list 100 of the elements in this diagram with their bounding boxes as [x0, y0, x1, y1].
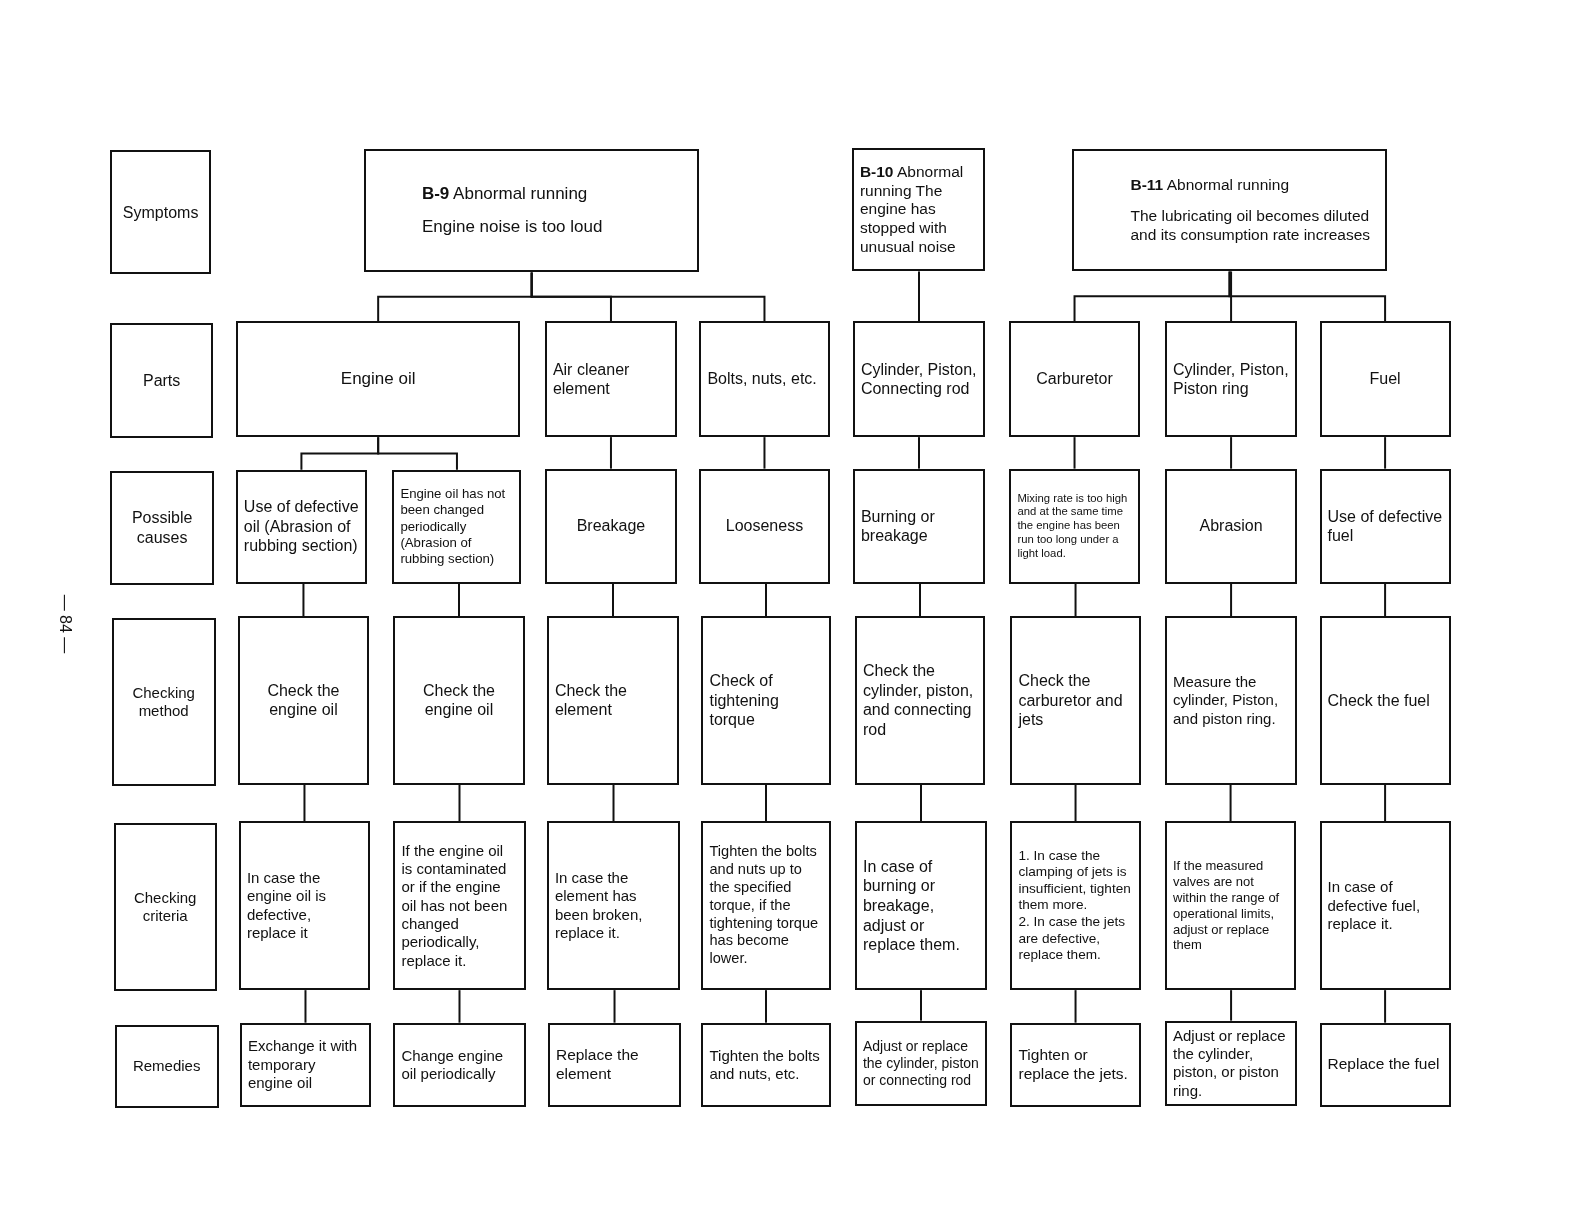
connector-line [765, 989, 767, 1024]
box-text: Parts [142, 370, 181, 391]
connector-line [1384, 436, 1387, 470]
box-text: The lubricating oil becomes diluted and its consumption rate increases [1130, 206, 1371, 245]
box-text: Mixing rate is too high and at the same time the engine has been run too long under a light load. [1017, 491, 1129, 561]
box-text: Adjust or replace the cylinder, piston or connecting rod [862, 1037, 980, 1089]
connector-line [1229, 783, 1232, 823]
box-text: Change engine oil periodically [401, 1046, 505, 1084]
table-box [111, 618, 216, 786]
box-text: In case of burning or breakage, adjust or replace them. [862, 856, 961, 955]
table-box [393, 616, 525, 785]
connector-line [1228, 270, 1387, 323]
box-text: B-10 Abnormal running The engine has stopped with unusual noise [859, 162, 965, 258]
table-box [701, 1022, 831, 1108]
table-box [1072, 149, 1387, 272]
table-box [546, 821, 681, 991]
table-box [699, 321, 830, 438]
connector-line [1230, 582, 1233, 618]
box-text: Remedies [132, 1057, 201, 1076]
table-box [235, 469, 367, 584]
box-text: Fuel [1369, 369, 1401, 389]
connector-line [918, 270, 920, 323]
table-box [109, 470, 215, 585]
table-box [544, 468, 677, 584]
connector-line [609, 436, 612, 470]
table-box [109, 150, 212, 275]
connector-line [458, 989, 461, 1024]
connector-line [1074, 783, 1077, 823]
box-text: Checking method [131, 683, 196, 721]
table-box [114, 1024, 219, 1109]
connector-line [765, 783, 767, 823]
connector-line [1384, 582, 1387, 618]
table-box [113, 823, 217, 992]
box-text: Breakage [576, 516, 646, 536]
connector-line [920, 989, 922, 1022]
table-box [1319, 1022, 1451, 1108]
box-text: Check the engine oil [266, 680, 341, 720]
box-text: Cylinder, Piston, Connecting rod [860, 359, 978, 399]
connector-line [1384, 783, 1387, 823]
box-text: Check of tightening torque [709, 671, 780, 730]
box-text: Adjust or replace the cylinder, piston, or piston ring. [1173, 1026, 1287, 1100]
table-box [1009, 321, 1140, 438]
connector-line [613, 989, 616, 1024]
table-box [854, 821, 988, 991]
box-text: Carburetor [1036, 369, 1113, 389]
table-box [851, 148, 986, 272]
connector-line [1074, 582, 1077, 618]
connector-line [377, 436, 458, 471]
connector-line [303, 783, 306, 823]
connector-line [1074, 989, 1077, 1024]
connector-line [919, 582, 921, 618]
box-text: Abrasion [1199, 516, 1263, 536]
box-text: If the engine oil is contaminated or if the engine oil has not been changed periodically, replace it. [401, 841, 509, 970]
table-box [699, 468, 830, 584]
table-box [1165, 616, 1298, 785]
box-text: Air cleaner element [552, 359, 631, 399]
box-text: Tighten the bolts and nuts, etc. [709, 1046, 821, 1084]
table-box [392, 469, 522, 584]
table-box [1009, 468, 1140, 584]
box-text: Replace the element [555, 1045, 640, 1084]
box-text: Looseness [725, 516, 804, 536]
table-box [1165, 321, 1298, 438]
box-text: Cylinder, Piston, Piston ring [1173, 359, 1290, 399]
box-text: Use of defective oil (Abrasion of rubbing section) [243, 497, 359, 556]
table-box [238, 821, 370, 991]
box-text: Use of defective fuel [1327, 506, 1443, 546]
table-box [393, 821, 526, 991]
table-box [363, 149, 700, 273]
table-box [235, 321, 521, 438]
box-text: Check the carburetor and jets [1018, 671, 1124, 730]
table-box [1165, 821, 1297, 991]
table-box [854, 1020, 988, 1107]
connector-line [304, 989, 307, 1024]
box-text: Possible causes [130, 508, 194, 548]
box-text: In case the engine oil is defective, replace it [246, 869, 328, 943]
table-box [854, 616, 986, 785]
table-box [1010, 1022, 1141, 1108]
table-box [1010, 616, 1141, 785]
box-text: 2. In case the jets are defective, replace them. [1018, 914, 1126, 964]
box-text: Checking criteria [132, 889, 198, 926]
table-box [109, 323, 214, 439]
page-number: — 84 — [56, 594, 75, 654]
box-text: Check the cylinder, piston, and connecting rod [862, 661, 975, 740]
connector-line [1384, 989, 1387, 1024]
box-text: If the measured valves are not within the range of operational limits, adjust or replace them [1173, 858, 1281, 954]
box-text: Bolts, nuts, etc. [707, 369, 818, 389]
box-text: Replace the fuel [1327, 1055, 1441, 1075]
connector-line [920, 783, 922, 823]
connector-line [302, 582, 305, 618]
table-box [547, 1022, 682, 1108]
connector-line [1230, 436, 1233, 470]
connector-line [612, 582, 614, 618]
table-box [1010, 821, 1141, 991]
box-text: Symptoms [122, 202, 199, 223]
box-text: Engine oil [340, 368, 416, 390]
box-text: Measure the cylinder, Piston, and piston ring. [1173, 672, 1280, 728]
connector-line [458, 582, 460, 618]
table-box [393, 1022, 526, 1108]
table-box [1165, 1020, 1298, 1107]
box-text: Burning or breakage [860, 506, 936, 546]
